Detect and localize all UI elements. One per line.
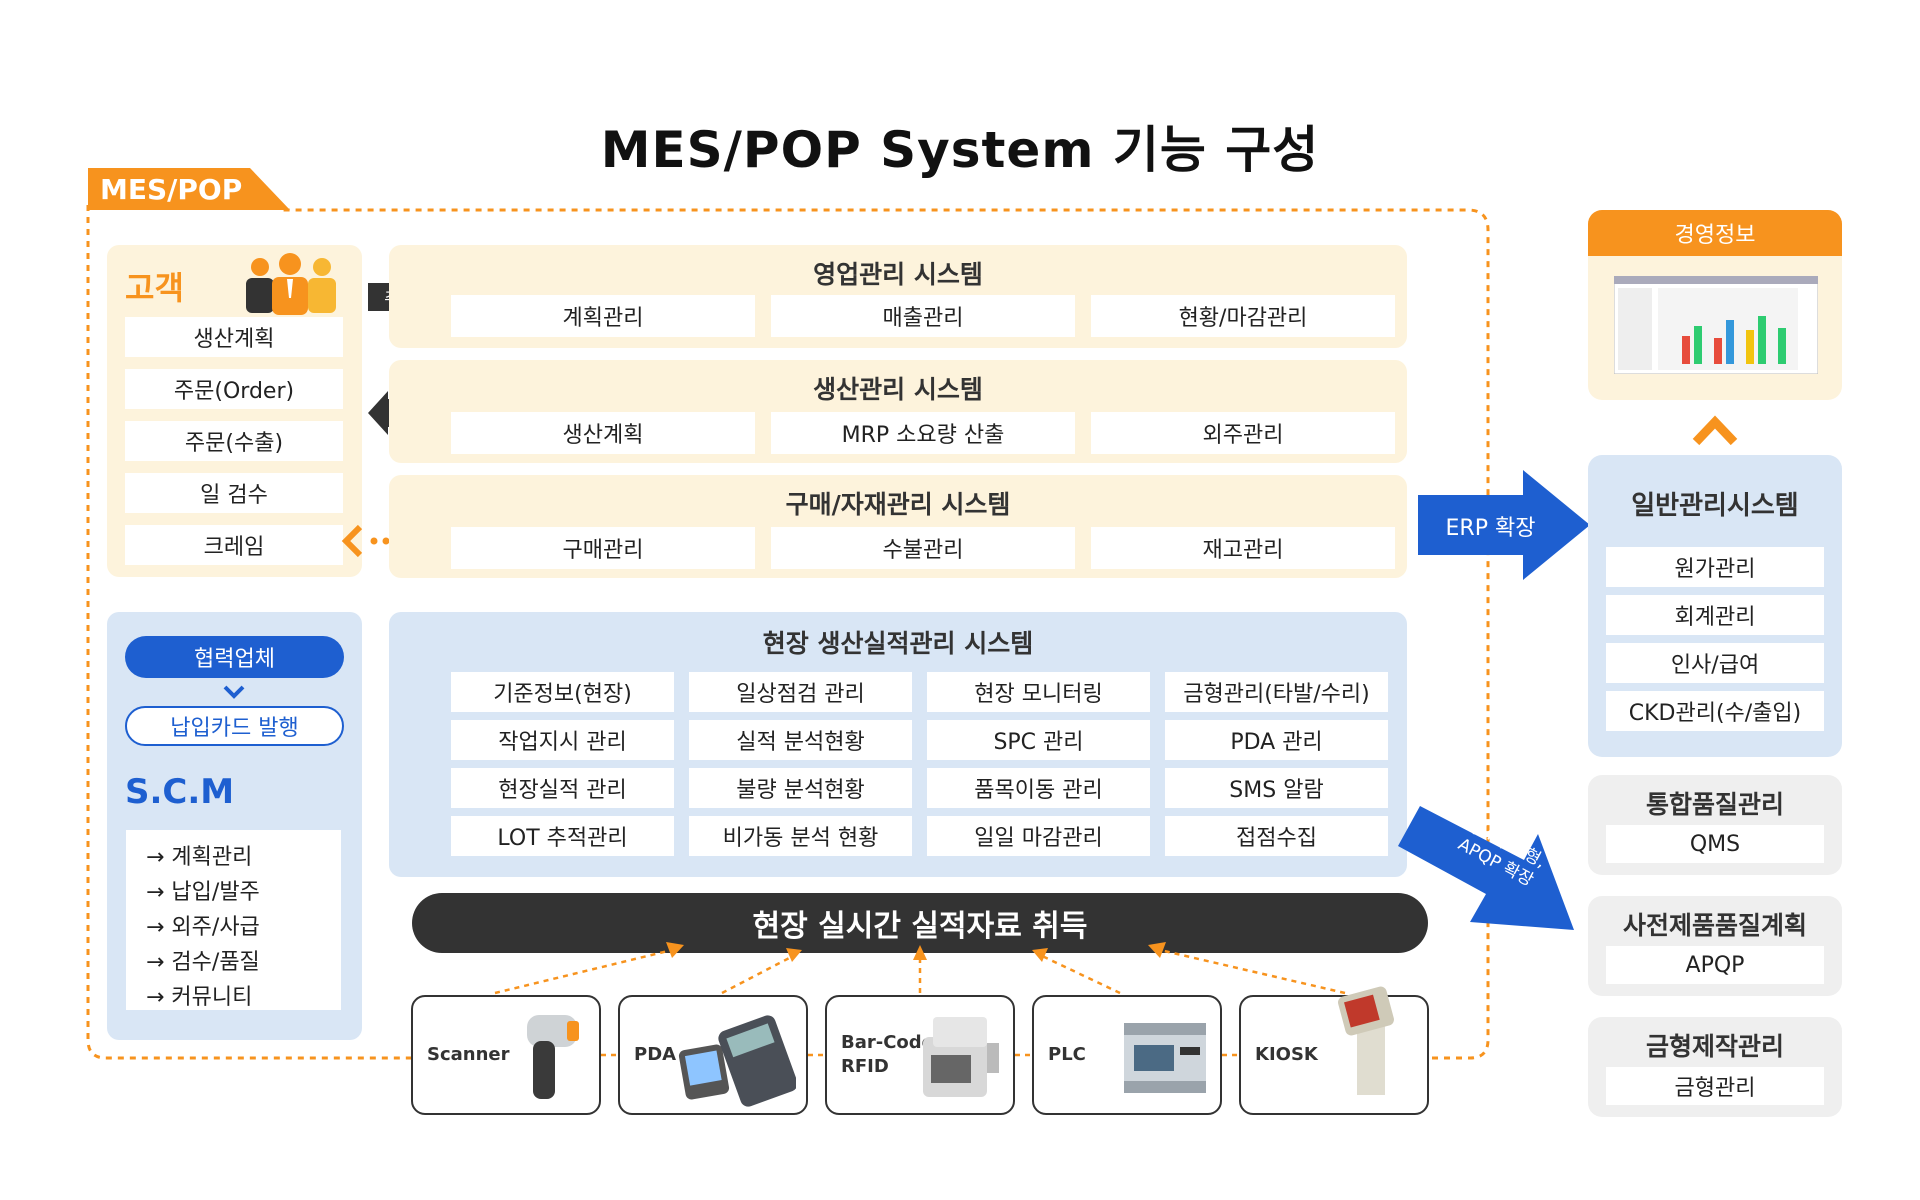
erp-arrow-icon bbox=[1418, 470, 1590, 580]
production-system-panel: 생산관리 시스템 생산계획 MRP 소요량 산출 외주관리 bbox=[389, 360, 1407, 463]
customer-item[interactable]: 주문(수출) bbox=[125, 421, 343, 461]
page-title: MES/POP System 기능 구성 bbox=[600, 121, 1320, 179]
device-kiosk[interactable]: KIOSK bbox=[1239, 986, 1429, 1115]
scm-item[interactable]: → 계획관리 bbox=[146, 845, 253, 870]
apqp-panel: 사전제품품질계획 APQP bbox=[1588, 896, 1842, 996]
barcode-printer-icon bbox=[923, 1017, 999, 1097]
general-item[interactable]: 회계관리 bbox=[1606, 595, 1824, 635]
purchase-system-panel: 구매/자재관리 시스템 구매관리 수불관리 재고관리 bbox=[389, 475, 1407, 578]
general-item[interactable]: 인사/급여 bbox=[1606, 643, 1824, 683]
site-item[interactable]: SMS 알람 bbox=[1165, 768, 1388, 808]
customer-item[interactable]: 크레임 bbox=[125, 525, 343, 565]
partner-badge[interactable]: 협력업체 bbox=[125, 636, 344, 678]
general-management-title: 일반관리시스템 bbox=[1631, 491, 1799, 521]
mes-pop-tab: MES/POP bbox=[100, 172, 243, 206]
kiosk-icon bbox=[1338, 986, 1394, 1095]
customer-panel: 고객 생산계획 주문(Order) 주문(수출) 일 검수 크레임 bbox=[107, 245, 362, 577]
production-item[interactable]: MRP 소요량 산출 bbox=[771, 412, 1075, 454]
general-management-panel: 일반관리시스템 원가관리 회계관리 인사/급여 CKD관리(수/출입) bbox=[1588, 455, 1842, 757]
sales-system-panel: 영업관리 시스템 계획관리 매출관리 현황/마감관리 bbox=[389, 245, 1407, 348]
site-item[interactable]: 품목이동 관리 bbox=[927, 768, 1150, 808]
mold-item[interactable]: 금형관리 bbox=[1606, 1067, 1824, 1105]
mold-title: 금형제작관리 bbox=[1645, 1032, 1784, 1061]
scanner-icon bbox=[527, 1015, 579, 1099]
management-info-panel: 경영정보 bbox=[1588, 210, 1842, 400]
site-item[interactable]: 접점수집 bbox=[1165, 816, 1388, 856]
apqp-item[interactable]: APQP bbox=[1606, 946, 1824, 984]
device-label: PDA bbox=[634, 1044, 677, 1065]
sales-system-title: 영업관리 시스템 bbox=[813, 260, 983, 289]
general-item[interactable]: CKD관리(수/출입) bbox=[1606, 691, 1824, 731]
delivery-card-button[interactable]: 납입카드 발행 bbox=[125, 706, 344, 746]
scm-item[interactable]: → 외주/사급 bbox=[146, 915, 260, 940]
site-system-title: 현장 생산실적관리 시스템 bbox=[762, 629, 1034, 658]
mold-panel: 금형제작관리 금형관리 bbox=[1588, 1017, 1842, 1117]
site-item[interactable]: 금형관리(타발/수리) bbox=[1165, 672, 1388, 712]
scm-list: → 계획관리 → 납입/발주 → 외주/사급 → 검수/품질 → 커뮤니티 bbox=[126, 830, 341, 1010]
sales-item[interactable]: 현황/마감관리 bbox=[1091, 295, 1395, 337]
quality-title: 통합품질관리 bbox=[1645, 790, 1784, 819]
customer-item[interactable]: 주문(Order) bbox=[125, 369, 343, 409]
sales-item[interactable]: 매출관리 bbox=[771, 295, 1075, 337]
device-label: KIOSK bbox=[1255, 1044, 1318, 1065]
customer-label: 고객 bbox=[125, 269, 184, 307]
site-item[interactable]: PDA 관리 bbox=[1165, 720, 1388, 760]
general-item[interactable]: 원가관리 bbox=[1606, 547, 1824, 587]
customer-item[interactable]: 일 검수 bbox=[125, 473, 343, 513]
device-pda[interactable]: PDA bbox=[618, 995, 808, 1115]
site-item[interactable]: 기준정보(현장) bbox=[451, 672, 674, 712]
scm-item[interactable]: → 커뮤니티 bbox=[146, 985, 253, 1010]
site-item[interactable]: 일상점검 관리 bbox=[689, 672, 912, 712]
device-scanner[interactable]: Scanner bbox=[411, 995, 601, 1115]
qms-arrow-icon bbox=[1398, 806, 1574, 930]
scm-item[interactable]: → 검수/품질 bbox=[146, 950, 260, 975]
purchase-item[interactable]: 재고관리 bbox=[1091, 527, 1395, 569]
apqp-title: 사전제품품질계획 bbox=[1622, 911, 1807, 940]
site-item[interactable]: 작업지시 관리 bbox=[451, 720, 674, 760]
site-item[interactable]: LOT 추적관리 bbox=[451, 816, 674, 856]
site-item[interactable]: 일일 마감관리 bbox=[927, 816, 1150, 856]
device-label: Bar-Code RFID bbox=[841, 1032, 934, 1077]
chevron-up-icon bbox=[1692, 415, 1738, 446]
quality-panel: 통합품질관리 QMS bbox=[1588, 775, 1842, 875]
customer-item[interactable]: 생산계획 bbox=[125, 317, 343, 357]
sales-item[interactable]: 계획관리 bbox=[451, 295, 755, 337]
site-item[interactable]: 실적 분석현황 bbox=[689, 720, 912, 760]
plc-icon bbox=[1124, 1023, 1206, 1093]
dashboard-thumbnail-icon bbox=[1614, 276, 1818, 374]
site-item[interactable]: SPC 관리 bbox=[927, 720, 1150, 760]
purchase-item[interactable]: 수불관리 bbox=[771, 527, 1075, 569]
chevron-down-icon bbox=[223, 685, 245, 699]
realtime-acquisition-bar: 현장 실시간 실적자료 취득 bbox=[412, 893, 1428, 953]
purchase-system-title: 구매/자재관리 시스템 bbox=[785, 490, 1011, 519]
device-plc[interactable]: PLC bbox=[1032, 995, 1222, 1115]
production-item[interactable]: 생산계획 bbox=[451, 412, 755, 454]
production-item[interactable]: 외주관리 bbox=[1091, 412, 1395, 454]
device-barcode-rfid[interactable]: Bar-Code RFID bbox=[825, 995, 1015, 1115]
erp-arrow-label: ERP 확장 bbox=[1445, 516, 1536, 541]
pda-icon bbox=[678, 1015, 796, 1107]
site-item[interactable]: 불량 분석현황 bbox=[689, 768, 912, 808]
production-system-title: 생산관리 시스템 bbox=[813, 375, 983, 404]
site-item[interactable]: 비가동 분석 현황 bbox=[689, 816, 912, 856]
quality-item[interactable]: QMS bbox=[1606, 825, 1824, 863]
device-label: Scanner bbox=[427, 1044, 510, 1065]
site-system-panel: 현장 생산실적관리 시스템 기준정보(현장) 일상점검 관리 현장 모니터링 금… bbox=[389, 612, 1407, 877]
scm-title: S.C.M bbox=[125, 772, 235, 812]
site-item[interactable]: 현장 모니터링 bbox=[927, 672, 1150, 712]
purchase-item[interactable]: 구매관리 bbox=[451, 527, 755, 569]
people-icon bbox=[246, 253, 336, 315]
device-label: PLC bbox=[1048, 1044, 1086, 1065]
management-info-title: 경영정보 bbox=[1588, 210, 1842, 256]
site-item[interactable]: 현장실적 관리 bbox=[451, 768, 674, 808]
scm-item[interactable]: → 납입/발주 bbox=[146, 880, 260, 905]
